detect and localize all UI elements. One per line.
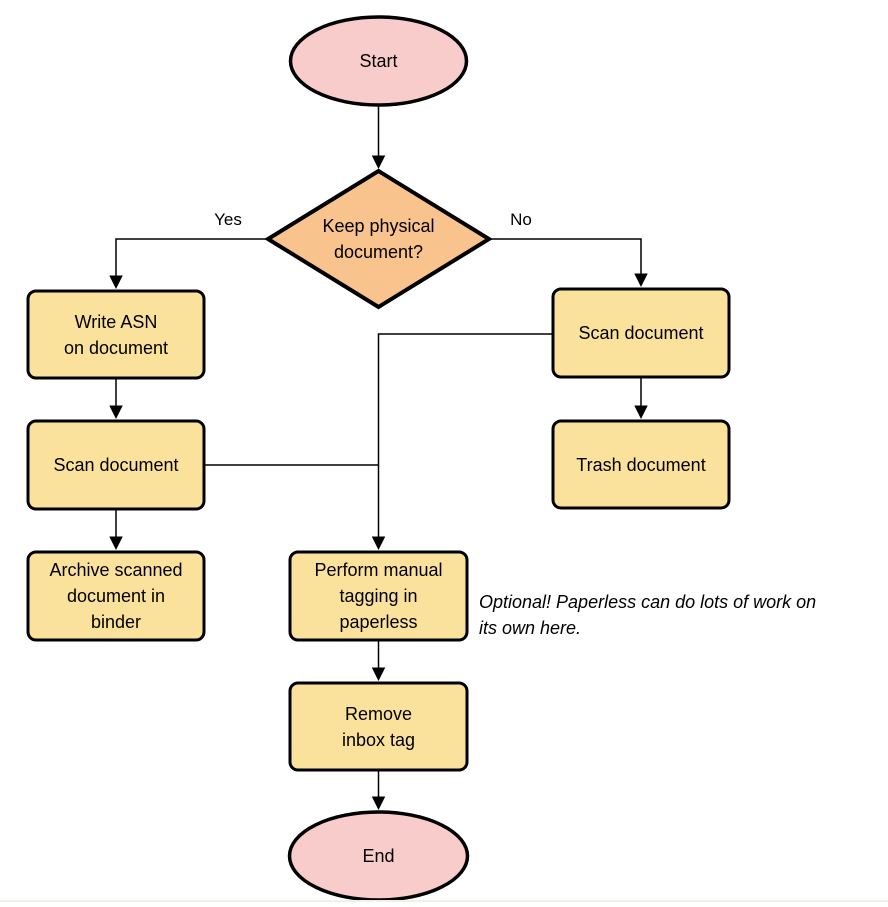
edge-scan-right-to-perform-tagging (371, 333, 553, 551)
remove-inbox-node-shape (288, 681, 469, 772)
edge-decision-yes-to-write-asn (109, 238, 268, 290)
perform-tagging-node-shape (288, 550, 469, 642)
start-node-shape (288, 15, 469, 107)
archive-node-shape (26, 550, 206, 642)
scan-document-left-node-shape (26, 419, 206, 511)
edge-decision-no-to-scan-right (489, 238, 648, 288)
decision-diamond-shape (264, 168, 493, 310)
trash-document-node-shape (551, 419, 731, 510)
scan-document-right-node-shape (551, 287, 731, 379)
bottom-hairline (0, 900, 888, 902)
write-asn-node-shape (26, 289, 206, 380)
end-node-shape (287, 810, 470, 902)
